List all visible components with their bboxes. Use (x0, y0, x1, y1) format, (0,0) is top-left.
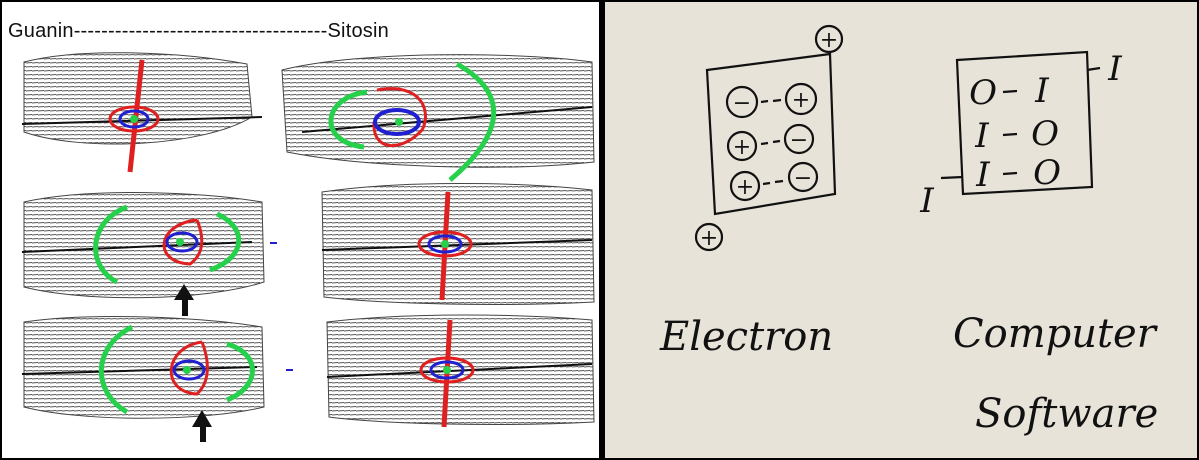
electron-box (705, 52, 837, 216)
green-dot (183, 366, 191, 374)
red-ring (108, 105, 160, 133)
blue-ring (429, 360, 465, 380)
electron-diagram (694, 24, 844, 252)
blue-ring (165, 231, 199, 253)
panel-divider (599, 0, 605, 460)
computer-io-left: I (919, 181, 934, 221)
green-arc (209, 211, 242, 273)
green-dot (395, 118, 403, 126)
axis-line (326, 363, 593, 378)
computer-cell: I (975, 155, 990, 195)
computer-box (955, 50, 1094, 196)
axis-line (21, 366, 258, 375)
electron-label: Electron (659, 314, 833, 360)
software-label: Software (975, 391, 1158, 437)
electron-cell: − (790, 128, 808, 153)
molecule-figure (21, 52, 595, 442)
electron-corner-top (814, 24, 844, 54)
green-dot (441, 240, 449, 248)
axis-line (21, 241, 253, 253)
green-dot (443, 366, 451, 374)
computer-cell: O (1031, 114, 1059, 154)
red-loop (162, 218, 204, 266)
electron-corner-top-sign: + (820, 28, 838, 53)
green-dot (130, 115, 138, 123)
green-dot (176, 238, 184, 246)
left-panel: Guanin----------------------------------… (2, 2, 599, 458)
hand-drawing: + + − + + − + − O I I O I O I I (605, 2, 1197, 458)
red-loop (372, 87, 427, 147)
green-arc (98, 324, 134, 415)
green-arc (448, 61, 497, 182)
cylinder-shape (23, 192, 265, 299)
axis-line (301, 106, 593, 133)
arrow-up-icon (192, 410, 212, 442)
axis-line (21, 116, 263, 125)
blue-ring (427, 234, 463, 254)
guanin-sitosin-header: Guanin----------------------------------… (8, 20, 389, 42)
green-arc (328, 89, 368, 150)
computer-cell: I (1034, 71, 1049, 111)
electron-corner-bottom-sign: + (700, 226, 718, 251)
electron-cell: − (733, 91, 751, 116)
computer-label: Computer (953, 311, 1159, 357)
blue-ring (373, 108, 421, 136)
row-3 (21, 314, 595, 442)
computer-io-right: I (1107, 49, 1122, 89)
arrow-up-icon (174, 284, 194, 316)
red-ring (417, 230, 473, 258)
cylinder-shape (23, 316, 265, 419)
right-panel: + + − + + − + − O I I O I O I I (605, 2, 1197, 458)
green-arc (226, 341, 255, 403)
electron-cell: + (736, 175, 754, 200)
computer-cell: O (1033, 153, 1061, 193)
computer-cell: O (969, 73, 997, 113)
electron-corner-bottom (694, 222, 724, 252)
cylinder-shape (281, 54, 595, 168)
electron-cell: − (794, 166, 812, 191)
axis-line (321, 239, 593, 251)
electron-cell: + (792, 88, 810, 113)
row-1 (21, 52, 595, 182)
green-arc (93, 204, 128, 285)
red-loop (169, 340, 209, 396)
blue-ring (118, 109, 150, 129)
red-ring (419, 356, 475, 384)
computer-diagram (940, 50, 1101, 196)
blue-ring (172, 359, 206, 381)
computer-cell: I (974, 116, 989, 156)
electron-cell: + (733, 135, 751, 160)
paper-background (605, 2, 1197, 458)
row-2 (21, 183, 595, 316)
